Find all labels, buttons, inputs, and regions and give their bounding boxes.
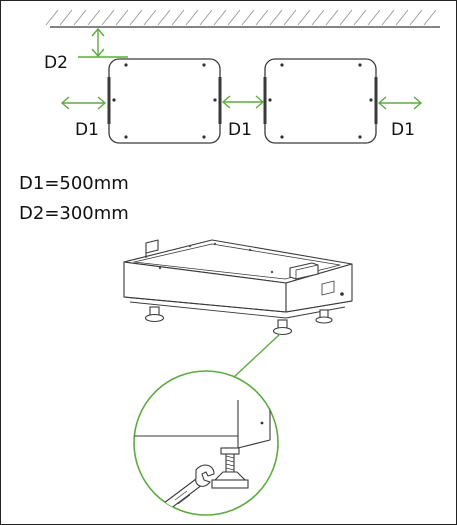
wall-hatch-line [255, 9, 269, 26]
adjustable-feet [144, 306, 333, 336]
wall [45, 9, 440, 28]
wall-hatch-line [143, 9, 157, 26]
detail-magnifier [133, 370, 279, 516]
d1-right-arrow [377, 96, 423, 110]
wall-hatch-line [171, 9, 185, 26]
wall-hatch-line [423, 9, 437, 26]
foot-front-left [144, 306, 165, 323]
wall-hatch-line [157, 9, 171, 26]
wall-hatch-line [59, 9, 73, 26]
wall-hatch-line [283, 9, 297, 26]
foot-front-middle [272, 319, 293, 336]
d1-middle-arrow [221, 95, 265, 109]
wall-hatch-line [325, 9, 339, 26]
wall-hatch-line [199, 9, 213, 26]
wall-hatch-line [311, 9, 325, 26]
wall-hatch-line [297, 9, 311, 26]
wall-hatch-line [381, 9, 395, 26]
d1-left-arrow [60, 96, 107, 110]
wall-hatch-line [101, 9, 115, 26]
d2-arrow [78, 27, 128, 58]
battery-module-right [263, 58, 378, 144]
wall-hatch-line [353, 9, 367, 26]
d1-left-label: D1 [75, 120, 99, 140]
wall-hatch-line [45, 9, 59, 26]
clearance-arrows [60, 27, 423, 110]
wall-hatch-line [409, 9, 423, 26]
foot-back-right [315, 309, 333, 324]
wall-hatch-line [241, 9, 255, 26]
d2-spec: D2=300mm [19, 203, 129, 224]
leader-line [233, 333, 281, 378]
wall-hatch-line [115, 9, 129, 26]
d1-right-label: D1 [391, 120, 415, 140]
wall-hatch-line [213, 9, 227, 26]
wall-hatch-line [395, 9, 409, 26]
wall-hatch-line [269, 9, 283, 26]
wall-hatch-line [227, 9, 241, 26]
d1-spec: D1=500mm [19, 173, 129, 194]
wall-hatch-line [367, 9, 381, 26]
d1-middle-label: D1 [228, 120, 252, 140]
wall-hatch-line [73, 9, 87, 26]
wall-hatch-line [129, 9, 143, 26]
battery-module-left [107, 58, 222, 144]
d2-label: D2 [44, 53, 68, 73]
wall-hatch-line [87, 9, 101, 26]
battery-base-unit [123, 239, 353, 319]
wall-hatch-line [339, 9, 353, 26]
wall-hatch-line [185, 9, 199, 26]
